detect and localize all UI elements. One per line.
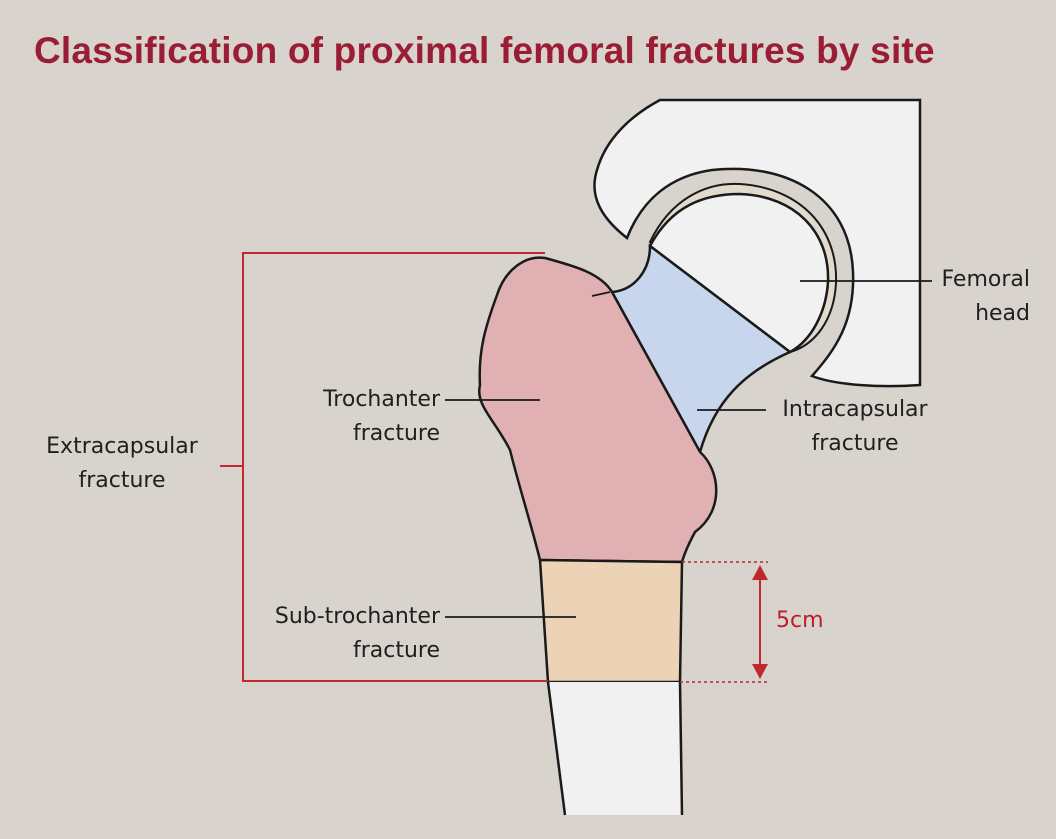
arrow-head-top [752,565,768,580]
arrow-head-bottom [752,664,768,679]
label-trochanter-line1: Trochanter [280,383,440,417]
subtrochanter-region [540,560,682,682]
label-extracapsular: Extracapsular fracture [24,430,220,498]
label-subtrochanter-line1: Sub-trochanter [240,600,440,634]
label-distance: 5cm [776,604,824,638]
femoral-shaft [548,682,682,815]
label-femoral-head-line2: head [900,297,1030,331]
label-intracapsular: Intracapsular fracture [765,393,945,461]
label-extracapsular-line1: Extracapsular [24,430,220,464]
label-trochanter: Trochanter fracture [280,383,440,451]
label-subtrochanter-line2: fracture [240,634,440,668]
label-trochanter-line2: fracture [280,417,440,451]
label-extracapsular-line2: fracture [24,464,220,498]
label-intracapsular-line2: fracture [765,427,945,461]
label-intracapsular-line1: Intracapsular [765,393,945,427]
label-femoral-head: Femoral head [900,263,1030,331]
label-subtrochanter: Sub-trochanter fracture [240,600,440,668]
label-femoral-head-line1: Femoral [900,263,1030,297]
